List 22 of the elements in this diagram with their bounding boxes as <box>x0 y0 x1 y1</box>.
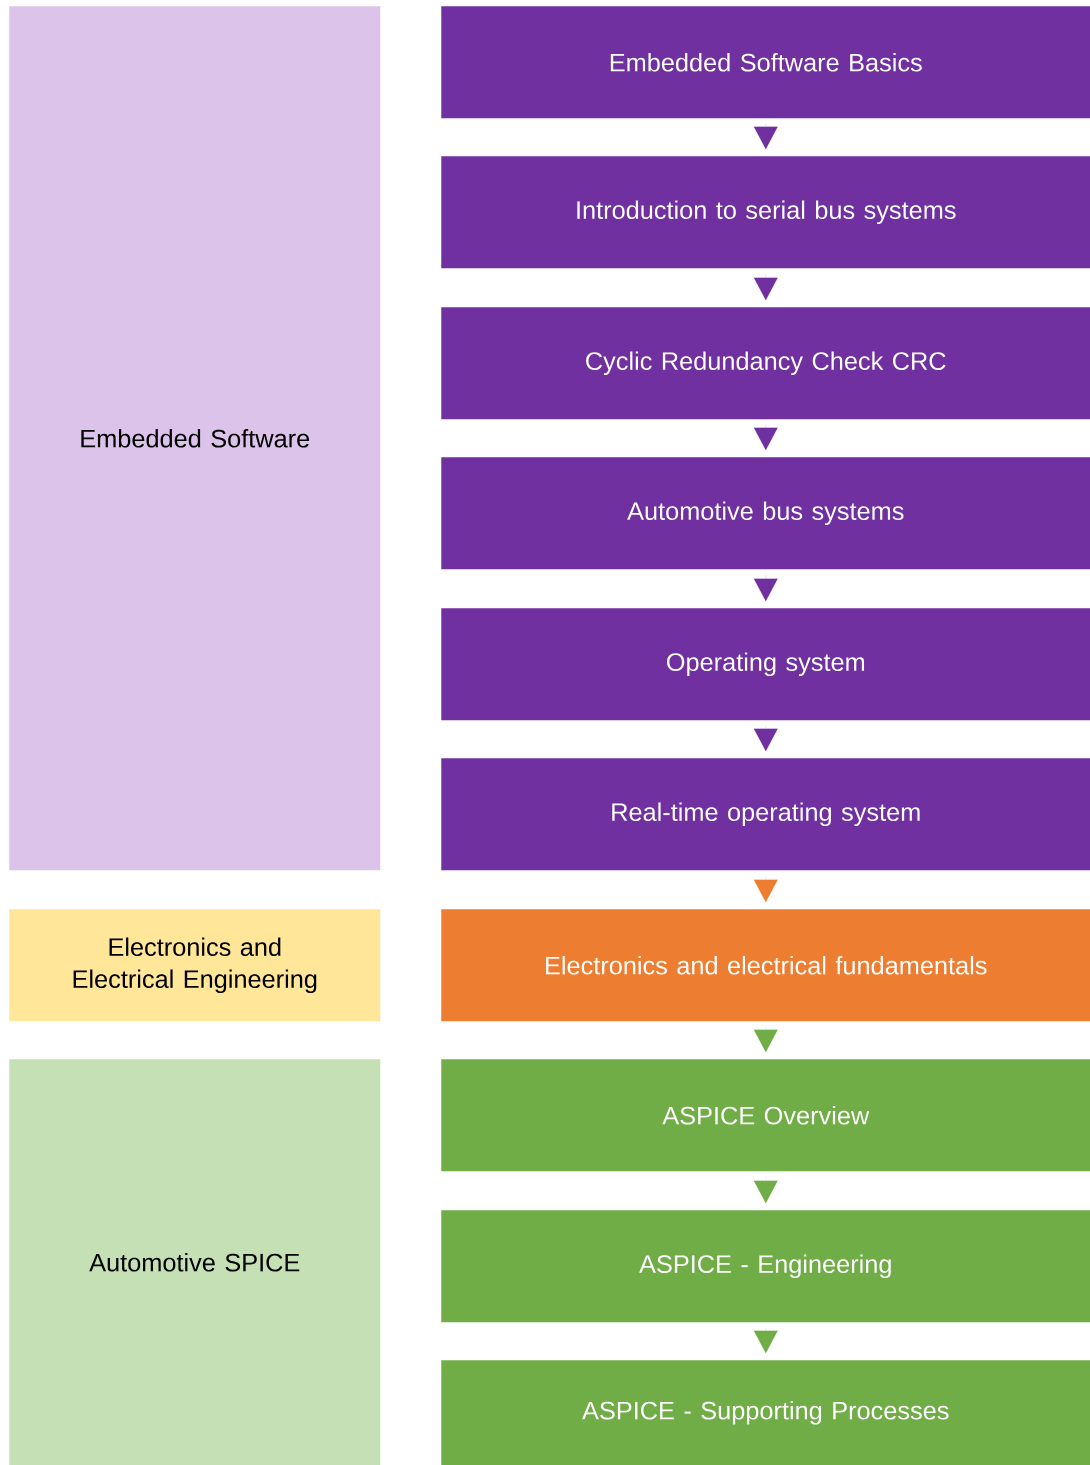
arrow <box>753 725 778 752</box>
course-box: Embedded Software Basics <box>441 6 1090 119</box>
course-box: ASPICE - Supporting Processes <box>441 1360 1090 1465</box>
arrow <box>753 574 778 602</box>
course-box: Cyclic Redundancy Check CRC <box>441 307 1090 420</box>
course-box: Introduction to serial bus systems <box>441 156 1090 269</box>
course-box: Operating system <box>441 608 1090 721</box>
arrow <box>753 273 778 301</box>
course-box: Automotive bus systems <box>441 457 1090 570</box>
category-band: Embedded Software <box>9 6 381 871</box>
category-band: Electronics and Electrical Engineering <box>9 909 381 1022</box>
arrow <box>753 1026 778 1053</box>
course-box: Electronics and electrical fundamentals <box>441 909 1090 1022</box>
arrow <box>753 875 778 903</box>
course-box: ASPICE - Engineering <box>441 1210 1090 1323</box>
course-box: ASPICE Overview <box>441 1059 1090 1172</box>
arrow <box>753 1327 778 1354</box>
course-box: Real-time operating system <box>441 758 1090 871</box>
category-band: Automotive SPICE <box>9 1059 381 1465</box>
arrow <box>753 123 778 150</box>
arrow <box>753 1176 778 1204</box>
arrow <box>753 424 778 451</box>
